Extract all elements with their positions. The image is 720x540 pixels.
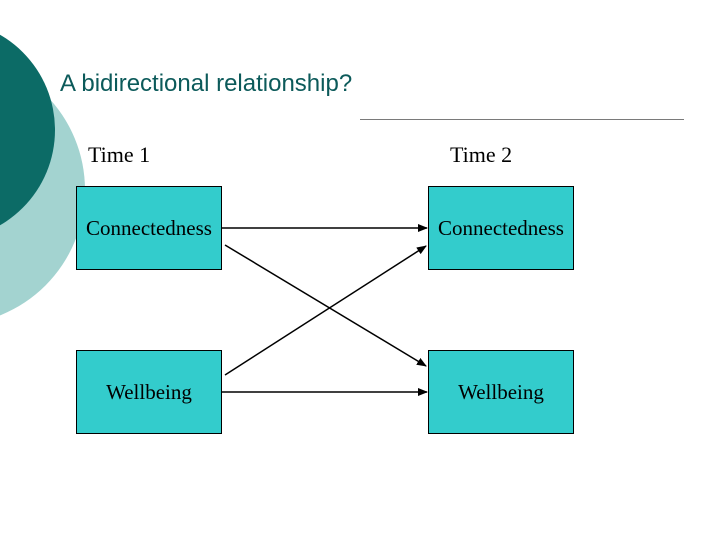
connectedness-time2-box: Connectedness bbox=[428, 186, 574, 270]
time-2-label: Time 2 bbox=[450, 142, 513, 167]
connectedness-time2-label: Connectedness bbox=[438, 215, 564, 240]
wellbeing-time1-label: Wellbeing bbox=[106, 379, 192, 404]
title-divider bbox=[360, 119, 684, 120]
slide-title: A bidirectional relationship? bbox=[60, 70, 353, 97]
deco-circle-dark bbox=[0, 34, 55, 226]
time-1-label: Time 1 bbox=[88, 142, 151, 167]
wellbeing-time2-box: Wellbeing bbox=[428, 350, 574, 434]
wellbeing-time2-label: Wellbeing bbox=[458, 379, 544, 404]
connectedness-time1-label: Connectedness bbox=[86, 215, 212, 240]
connectedness-time1-box: Connectedness bbox=[76, 186, 222, 270]
wellbeing-time1-box: Wellbeing bbox=[76, 350, 222, 434]
